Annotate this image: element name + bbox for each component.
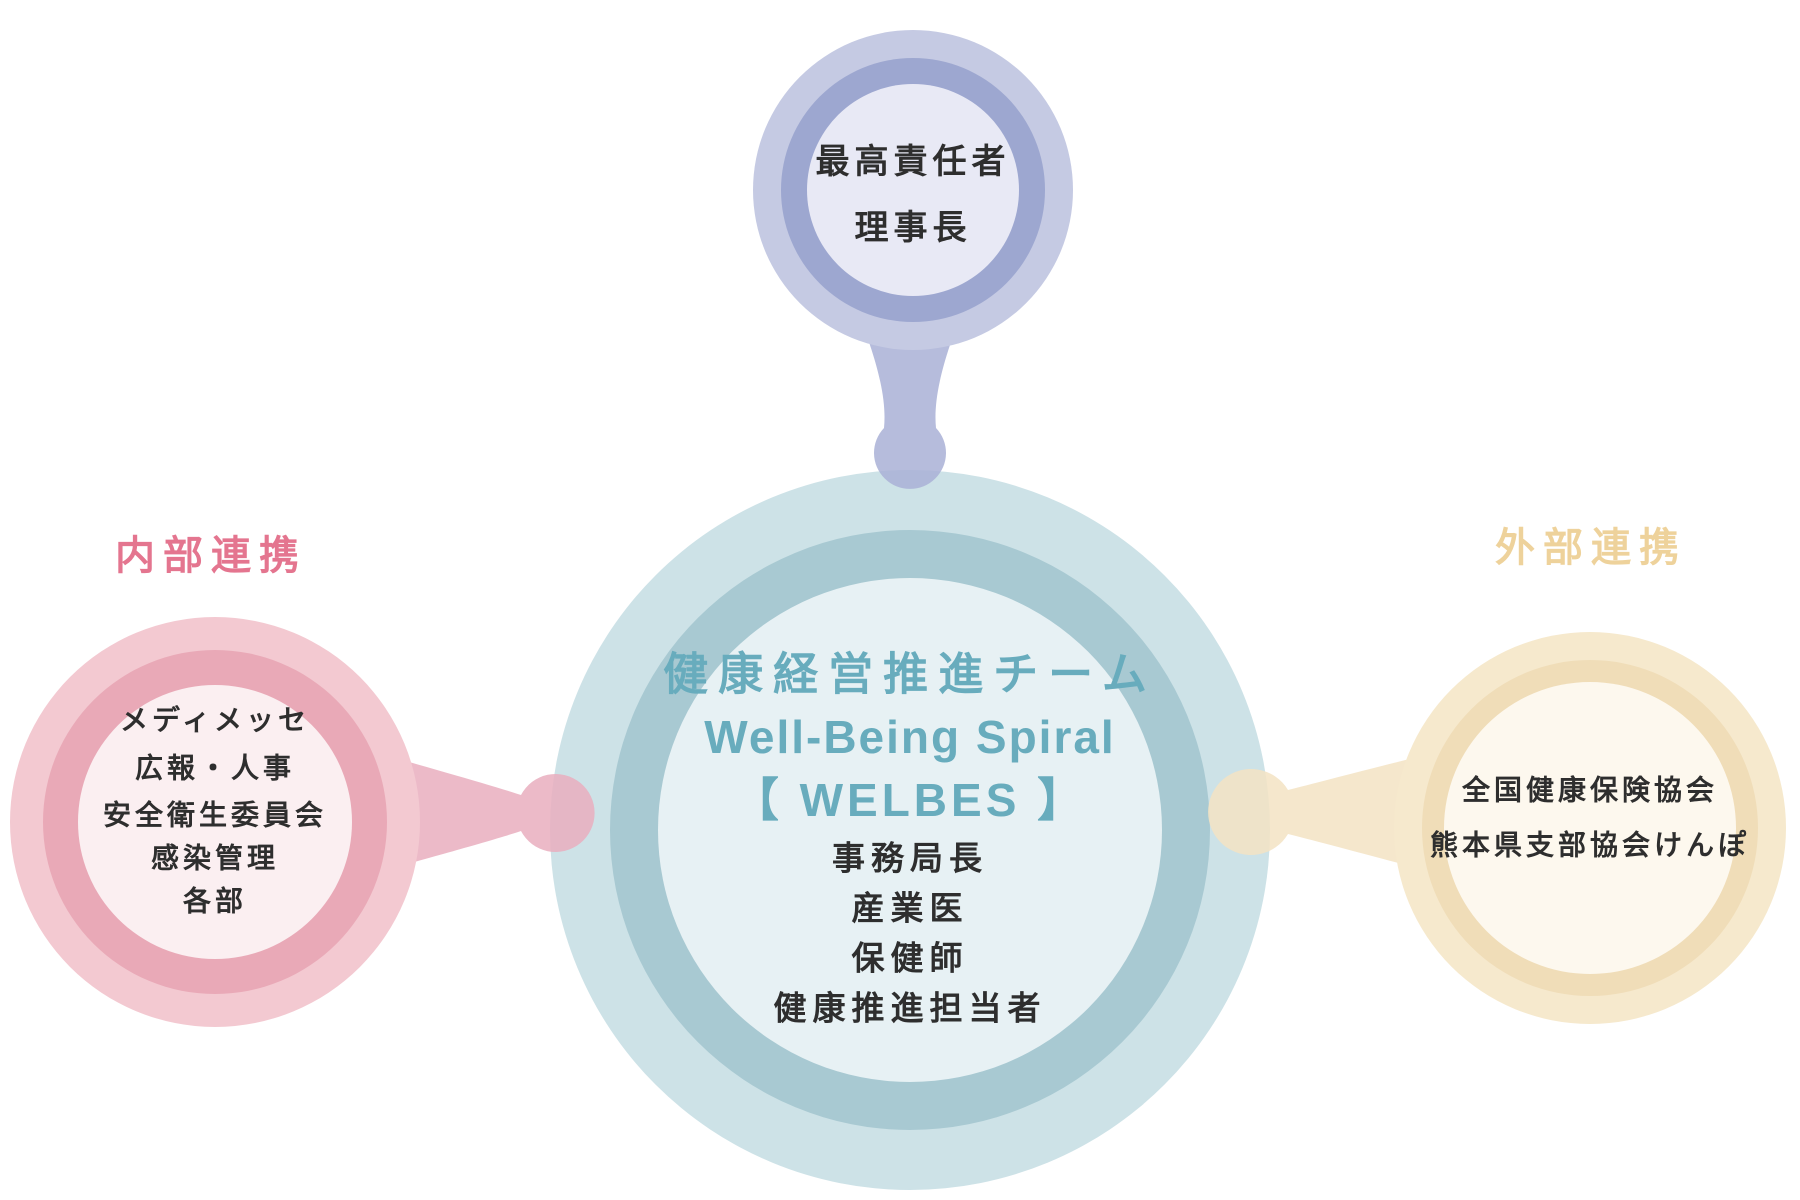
external-collaboration-label: 外部連携 [1495,526,1687,570]
core-team-circle [550,470,1270,1190]
chairman-circle [753,30,1073,350]
external-circle [1394,632,1786,1024]
internal-collaboration-label: 内部連携 [115,534,307,578]
external-line-2: 熊本県支部協会けんぽ [1430,829,1750,861]
left-connector [378,753,595,872]
team-abbreviation: 【 WELBES 】 [733,774,1087,826]
internal-circle [10,617,420,1027]
internal-ring-inner [78,685,352,959]
team-member-3: 保健師 [852,940,969,977]
internal-line-3: 安全衛生委員会 [103,799,327,831]
internal-line-2: 広報・人事 [135,753,295,784]
internal-line-1: メディメッセ [120,704,310,736]
external-ring-inner [1444,682,1736,974]
chairman-line-2: 理事長 [855,209,972,247]
team-member-4: 健康推進担当者 [774,990,1047,1027]
chairman-ring-inner [807,84,1019,296]
team-title-en: Well-Being Spiral [704,711,1115,763]
team-title-jp: 健康経営推進チーム [663,649,1157,700]
external-line-1: 全国健康保険協会 [1461,774,1718,806]
team-member-1: 事務局長 [832,840,988,877]
core-team-ring-inner [658,578,1162,1082]
chairman-line-1: 最高責任者 [816,143,1011,181]
internal-line-5: 各部 [182,885,247,917]
internal-line-4: 感染管理 [151,842,279,874]
team-member-2: 産業医 [852,890,969,927]
